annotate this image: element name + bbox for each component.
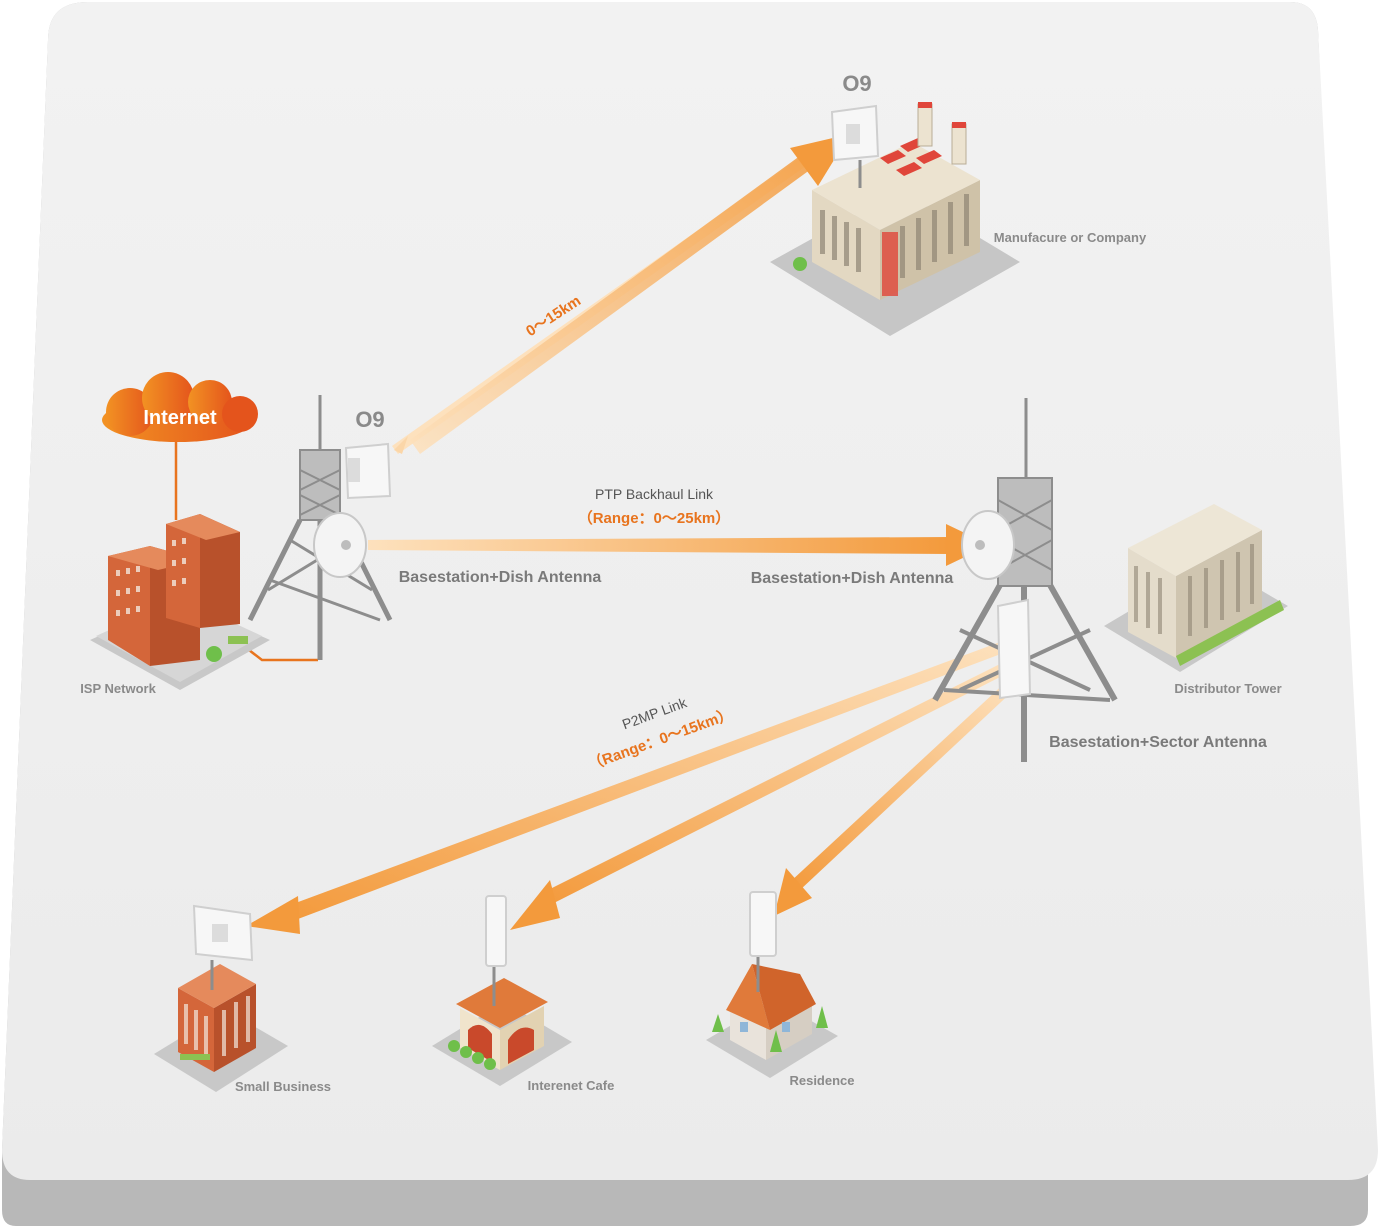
house-icon (706, 964, 838, 1078)
building-icon (154, 964, 288, 1092)
small-business-label: Small Business (235, 1079, 331, 1094)
isp-building: ISP Network (80, 514, 270, 696)
distributor-label: Distributor Tower (1174, 681, 1281, 696)
right-basestation: Basestation+Dish Antenna Basestation+Sec… (751, 398, 1267, 762)
cafe-building: Interenet Cafe (432, 895, 615, 1093)
right-station-label: Basestation+Dish Antenna (751, 570, 954, 587)
building-icon (90, 514, 270, 690)
sector-antenna-icon (996, 598, 1032, 700)
distributor-building: Distributor Tower (1104, 504, 1288, 696)
factory-building: O9 Manufacure or Company (770, 71, 1147, 336)
internet-cloud: Internet (102, 372, 258, 442)
cafe-icon (432, 978, 572, 1086)
p2mp-link-residence (774, 680, 1016, 916)
left-model-label: O9 (355, 407, 384, 432)
left-station-label: Basestation+Dish Antenna (399, 569, 602, 586)
top-model-label: O9 (842, 71, 871, 96)
ptp-link-title: PTP Backhaul Link (595, 486, 714, 502)
outdoor-ap-icon (485, 895, 507, 1006)
residence-building: Residence (706, 891, 855, 1088)
p2mp-link-small-business (246, 642, 1006, 934)
cloud-label: Internet (143, 407, 217, 429)
factory-icon (770, 102, 1020, 336)
sector-station-label: Basestation+Sector Antenna (1049, 734, 1267, 751)
dish-antenna-icon (961, 510, 1015, 580)
cloud-icon (102, 372, 258, 442)
dish-antenna-icon (313, 512, 367, 578)
cafe-label: Interenet Cafe (528, 1078, 615, 1093)
manufacture-label: Manufacure or Company (994, 230, 1147, 245)
o9-antenna-icon (192, 904, 254, 990)
outdoor-ap-icon (749, 891, 777, 992)
small-business-building: Small Business (154, 904, 331, 1094)
p2mp-link-cafe (510, 662, 1010, 930)
building-icon (1104, 504, 1288, 672)
o9-antenna-icon (830, 104, 880, 188)
left-basestation: O9 Basestation+Dish Antenna (247, 395, 602, 660)
isp-label: ISP Network (80, 681, 156, 696)
o9-antenna-icon (344, 442, 392, 500)
residence-label: Residence (789, 1073, 854, 1088)
wireless-links (246, 134, 1016, 934)
ptp-link-range: （Range：0～25km） (578, 509, 731, 527)
lattice-mast-icon (299, 449, 341, 521)
